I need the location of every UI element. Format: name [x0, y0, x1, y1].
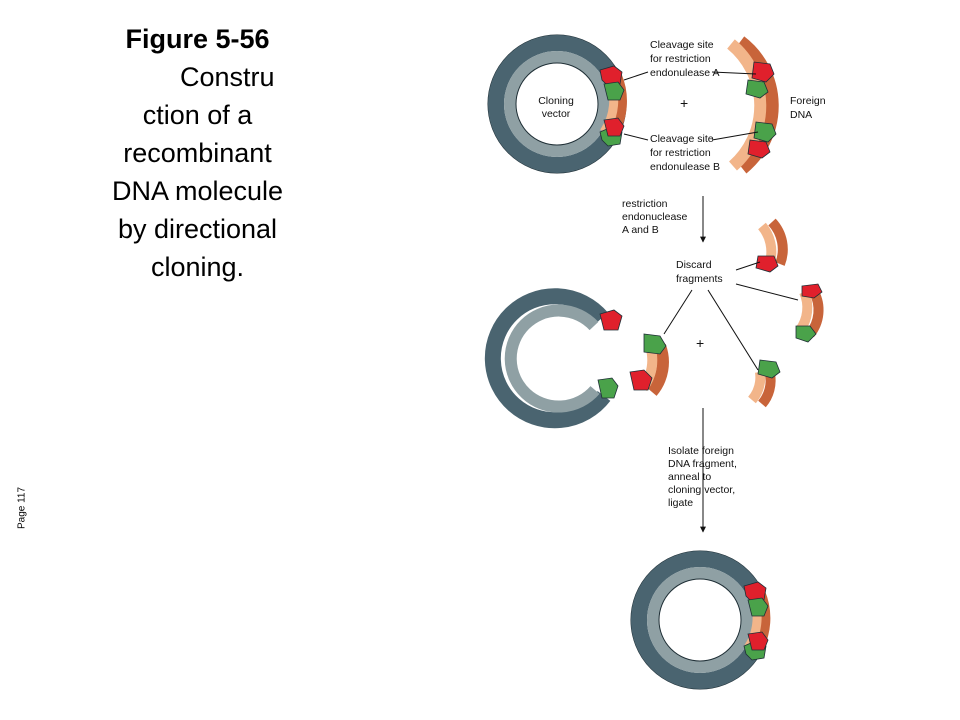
figure-caption: Figure 5-56 Constru ction of a recombina… — [80, 20, 315, 286]
step2-label-1: Isolate foreign — [668, 445, 734, 457]
opened-vector-end-a — [599, 309, 623, 331]
vector-inner-strand — [504, 51, 610, 157]
plus-top: + — [680, 95, 688, 111]
foreign-dna-label-2: DNA — [790, 109, 812, 121]
opened-vector-end-b — [597, 377, 619, 399]
discard-label-1: Discard — [676, 259, 712, 271]
site-a-label-2: for restriction — [650, 53, 711, 65]
caption-line: DNA molecule — [111, 176, 284, 206]
site-a-label-1: Cleavage site — [650, 39, 714, 51]
caption-line: Constru — [180, 62, 275, 92]
site-b-label-3: endonulease B — [650, 161, 720, 173]
figure-number: Figure 5-56 — [125, 24, 270, 54]
step2-label-2: DNA fragment, — [668, 458, 737, 470]
step2-label-3: anneal to — [668, 471, 711, 483]
step2-label-5: ligate — [668, 497, 693, 509]
step1-label-3: A and B — [622, 224, 659, 236]
cloning-vector-label-2: vector — [542, 108, 571, 120]
plus-middle: + — [696, 335, 704, 351]
discarded-fragment-2 — [795, 283, 824, 343]
site-b-label-2: for restriction — [650, 147, 711, 159]
discard-label-2: fragments — [676, 273, 723, 285]
foreign-dna-label-1: Foreign — [790, 95, 826, 107]
foreign-dna-top — [727, 36, 779, 174]
caption-line: ction of a — [142, 100, 253, 130]
opened-vector — [484, 288, 623, 429]
site-a-label-3: endonulease A — [650, 67, 719, 79]
step1-label-2: endonuclease — [622, 211, 688, 223]
cloning-vector-label-1: Cloning — [538, 95, 574, 107]
recombinant-vector — [630, 550, 771, 690]
discarded-fragment-1 — [755, 218, 788, 273]
step1-label-1: restriction — [622, 198, 668, 210]
site-b-label-1: Cleavage site — [650, 133, 714, 145]
discarded-fragment-3 — [747, 359, 781, 408]
isolated-fragment — [629, 333, 669, 396]
caption-line: cloning. — [150, 252, 245, 282]
cloning-vector: Cloning vector — [487, 34, 627, 174]
caption-line: by directional — [117, 214, 278, 244]
step2-label-4: cloning vector, — [668, 484, 735, 496]
caption-line: recombinant — [123, 138, 272, 168]
